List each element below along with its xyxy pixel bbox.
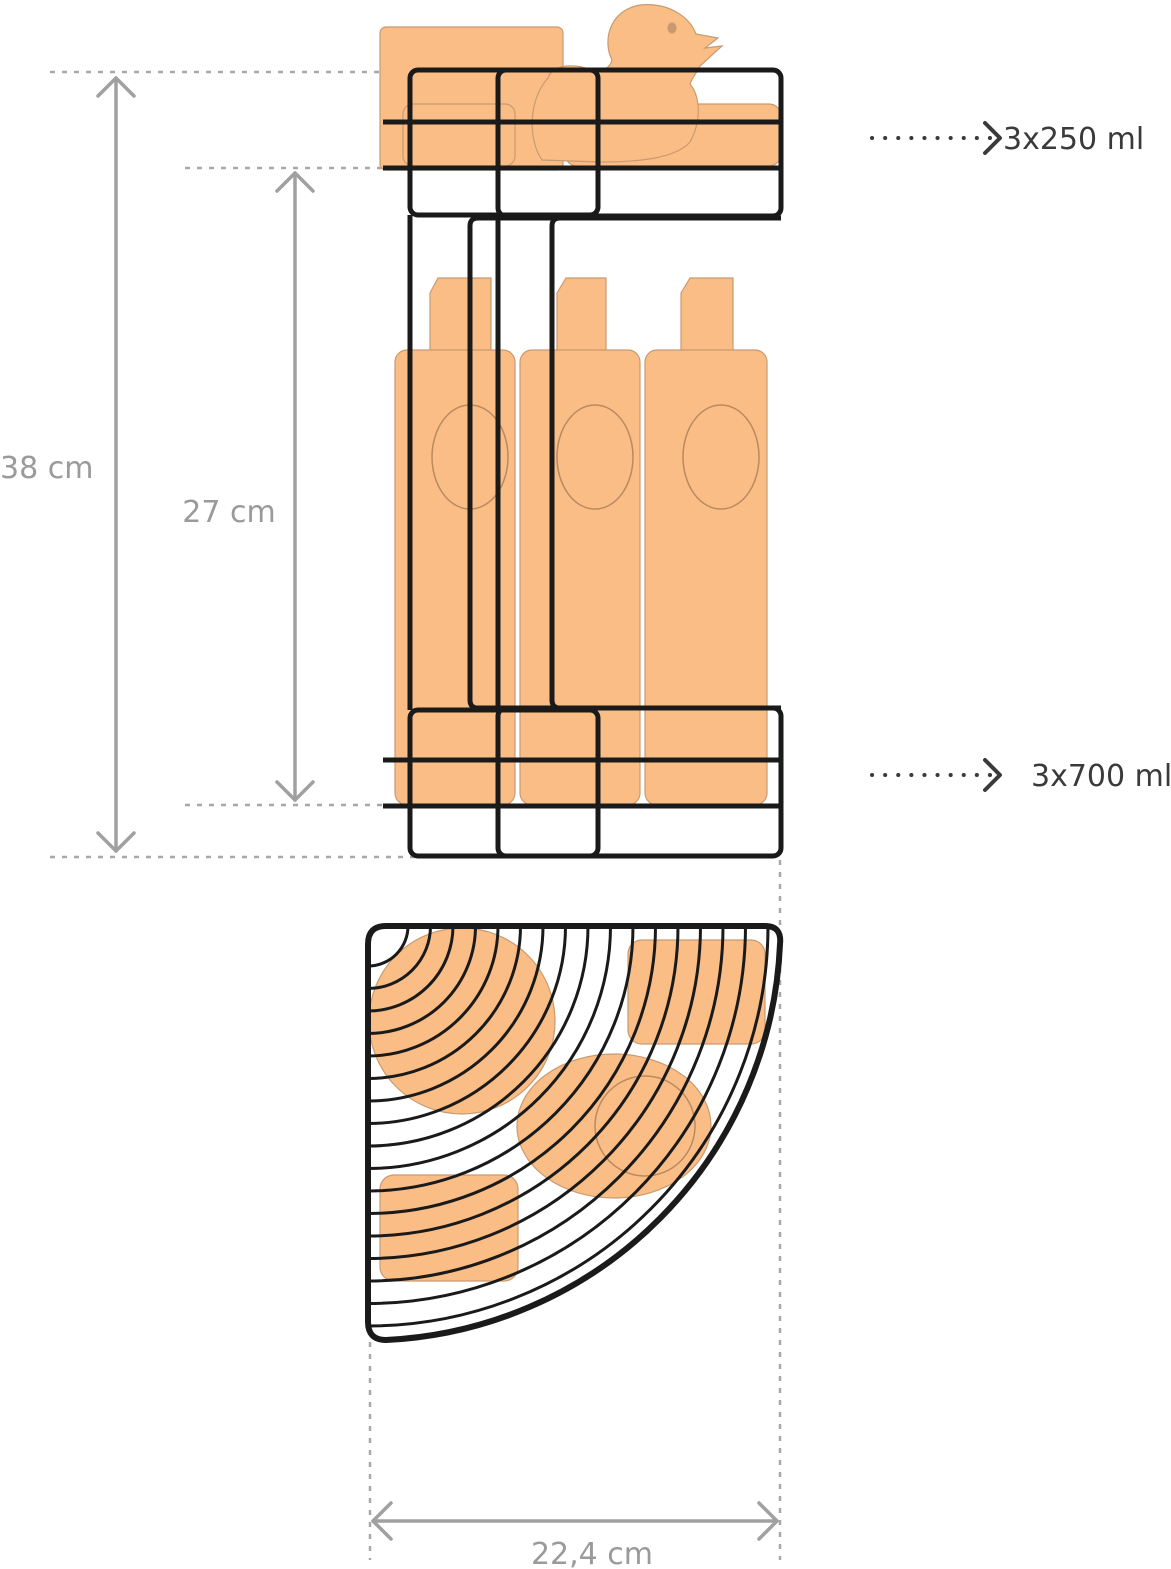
dotted-arrow-icon [870,758,1002,792]
wire-arc [368,926,500,1058]
front-view-wire-frame [383,67,784,859]
wire-arc [368,926,747,1305]
bottle-top-icon [368,927,556,1115]
wire-arc [368,926,432,990]
wire-arc [368,926,522,1080]
total-height-arrow [96,76,136,853]
capacity-callout-top: 3x250 ml [870,121,1144,157]
wire-arc [368,926,680,1238]
inner-height-label: 27 cm [182,495,275,530]
inner-height-arrow [275,171,315,802]
top-view-shelf [365,923,784,1344]
width-label: 22,4 cm [531,1537,653,1569]
dimension-arrows [96,76,779,1541]
dotted-arrow-icon [870,121,1002,155]
capacity-callout-bottom: 3x700 ml [870,758,1171,794]
soap-bar-icon [627,939,766,1045]
top-shelf-capacity: 3x250 ml [1003,122,1144,157]
wire-arc [368,926,725,1283]
total-height-label: 38 cm [0,451,93,486]
wire-arc [368,926,545,1103]
width-arrow [371,1501,779,1541]
wire-arc [368,926,455,1013]
wire-arc [368,926,657,1215]
sponge-icon [379,1174,519,1282]
wire-arc [368,926,702,1260]
bottle-cap-icon [594,1075,696,1177]
top-view-products [368,927,766,1282]
wire-arc [368,926,567,1125]
shampoo-bottle-icon [644,277,768,806]
shampoo-bottle-icon [394,277,516,806]
wire-arc [368,926,590,1148]
bottom-shelf-capacity: 3x700 ml [1031,759,1171,794]
duck-eye [667,22,677,34]
top-view-frame [365,923,784,1344]
wire-arc [368,926,410,968]
wire-arc [368,926,477,1035]
wire-arc [368,926,612,1170]
front-view-products [379,4,782,806]
top-view-wire-arcs [368,926,770,1328]
dashed-guides [50,70,782,1560]
wire-arc [368,926,770,1328]
wire-arc [368,926,635,1193]
shampoo-bottle-icon [519,277,641,806]
